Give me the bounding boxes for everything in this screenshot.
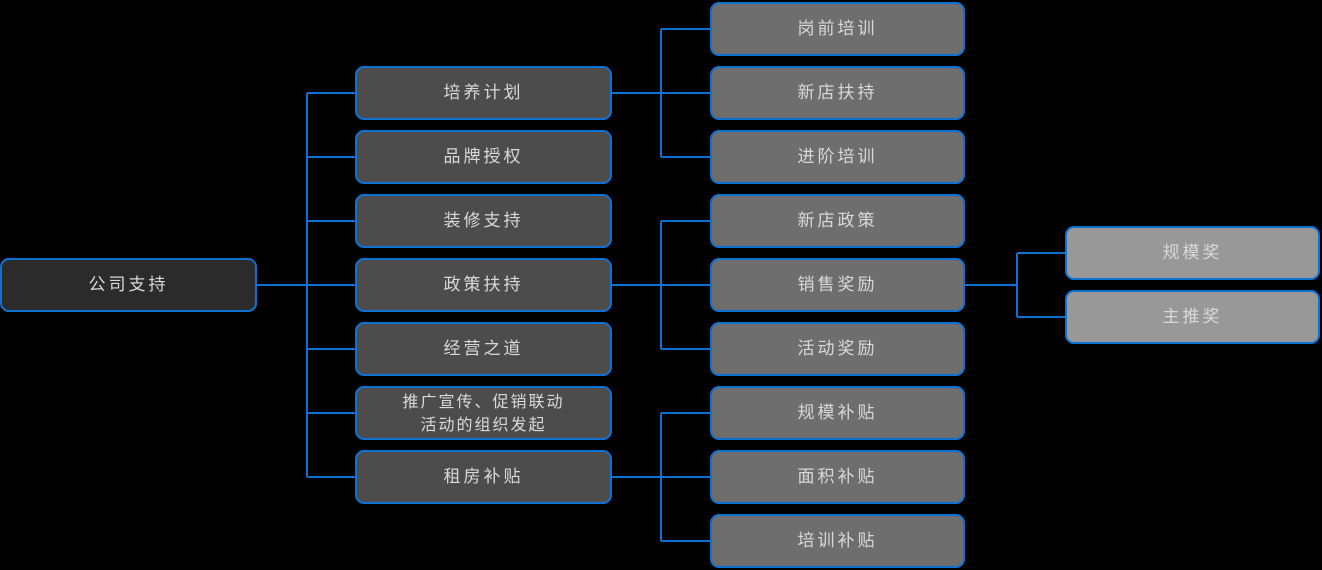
node-xiaoshoujiangli[interactable]: 销售奖励 [710,258,965,312]
node-zhutuijiang[interactable]: 主推奖 [1065,290,1320,344]
node-label: 规模奖 [1162,242,1223,263]
node-label: 销售奖励 [797,274,878,295]
node-jinjiepeixun[interactable]: 进阶培训 [710,130,965,184]
node-label: 新店政策 [797,210,878,231]
node-peixunbutie[interactable]: 培训补贴 [710,514,965,568]
node-zhuangxiuzhichi[interactable]: 装修支持 [355,194,612,248]
node-label: 主推奖 [1162,306,1223,327]
node-root[interactable]: 公司支持 [0,258,257,312]
node-label: 推广宣传、促销联动 活动的组织发起 [402,391,565,434]
node-gangqianpeixun[interactable]: 岗前培训 [710,2,965,56]
node-label: 活动奖励 [797,338,878,359]
node-peiyangjihua[interactable]: 培养计划 [355,66,612,120]
node-root-label: 公司支持 [88,274,169,295]
node-xindianfuchi[interactable]: 新店扶持 [710,66,965,120]
node-label: 政策扶持 [443,274,524,295]
node-zhengcefuchi[interactable]: 政策扶持 [355,258,612,312]
node-mianjibutie[interactable]: 面积补贴 [710,450,965,504]
node-guimojiang[interactable]: 规模奖 [1065,226,1320,280]
node-jingyingzhidao[interactable]: 经营之道 [355,322,612,376]
node-label: 面积补贴 [797,466,878,487]
node-guimobutie[interactable]: 规模补贴 [710,386,965,440]
node-huodongjiangli[interactable]: 活动奖励 [710,322,965,376]
node-pinpaishouquan[interactable]: 品牌授权 [355,130,612,184]
node-label: 规模补贴 [797,402,878,423]
node-label: 品牌授权 [443,146,524,167]
node-label: 培养计划 [443,82,524,103]
node-label: 进阶培训 [797,146,878,167]
node-label: 岗前培训 [797,18,878,39]
node-label: 新店扶持 [797,82,878,103]
node-xindianzhengce[interactable]: 新店政策 [710,194,965,248]
node-label: 装修支持 [443,210,524,231]
node-label: 租房补贴 [443,466,524,487]
node-label: 培训补贴 [797,530,878,551]
node-zufangbutie[interactable]: 租房补贴 [355,450,612,504]
node-tuiguangxuanchuan[interactable]: 推广宣传、促销联动 活动的组织发起 [355,386,612,440]
node-label: 经营之道 [443,338,524,359]
